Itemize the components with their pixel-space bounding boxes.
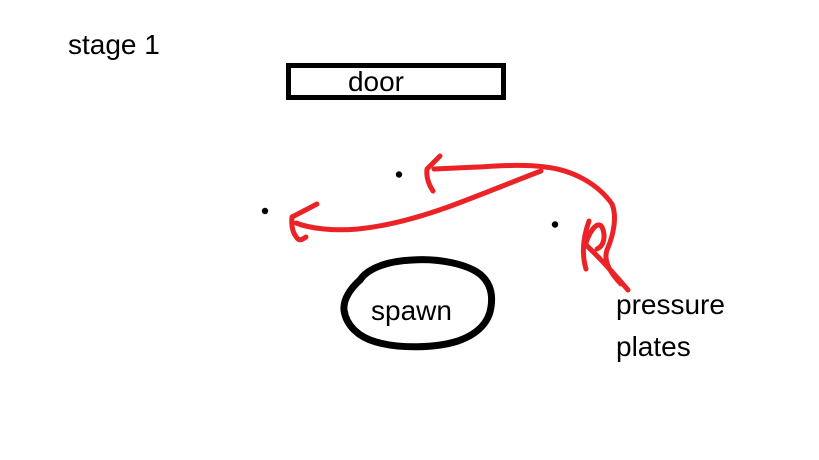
- spawn-label: spawn: [371, 295, 452, 326]
- red-arrow-to-left-plate-head: [289, 201, 320, 243]
- pressure-plates-label-line1: pressure: [616, 289, 725, 320]
- stage-title: stage 1: [68, 29, 160, 60]
- door-label: door: [347, 65, 405, 97]
- pressure-plate-dot: [551, 221, 559, 228]
- red-arrow-to-middle-plate-head: [424, 153, 443, 194]
- red-arrow-to-left-plate-shaft: [293, 168, 544, 233]
- red-arrow-to-right-plate-shaft: [581, 240, 631, 293]
- red-arrow-to-right-plate-loop: [582, 222, 607, 252]
- pressure-plate-dot: [395, 171, 403, 178]
- red-arrow-to-right-plate: [580, 218, 631, 293]
- red-arrow-to-left-plate: [289, 168, 544, 243]
- pressure-plate-dot: [261, 207, 269, 215]
- pressure-plate-dots: [261, 171, 559, 228]
- pressure-plates-label-line2: plates: [616, 331, 691, 362]
- red-arrow-to-middle-plate: [424, 153, 624, 287]
- spawn-circle-outline: [340, 256, 496, 351]
- door-box: door: [286, 63, 506, 100]
- red-arrow-to-middle-plate-shaft: [431, 162, 624, 287]
- pressure-plates-label: pressure plates: [616, 284, 725, 368]
